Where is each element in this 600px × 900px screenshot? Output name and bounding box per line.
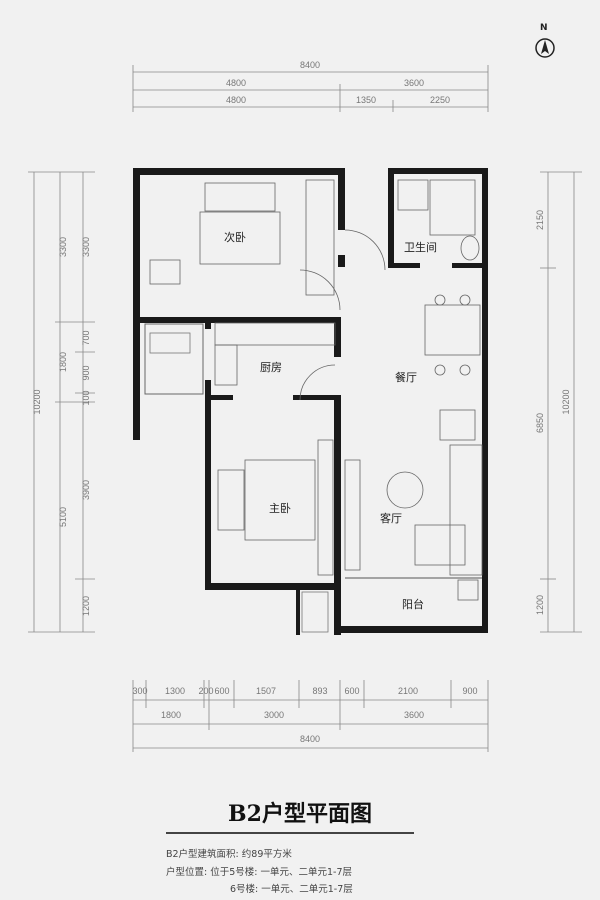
- dim-left: 3300: [58, 237, 68, 257]
- dim-bottom: 2100: [398, 686, 418, 696]
- room-label-balcony: 阳台: [402, 597, 424, 611]
- north-compass-icon: N: [535, 23, 555, 58]
- dim-bottom: 200: [198, 686, 213, 696]
- plan-title: B2户型平面图: [228, 801, 372, 827]
- dim-bottom: 3000: [264, 710, 284, 720]
- dim-left: 3300: [81, 237, 91, 257]
- dim-bottom-total: 8400: [300, 734, 320, 744]
- area-info: B2户型建筑面积: 约89平方米: [166, 849, 292, 860]
- dim-left: 900: [81, 365, 91, 380]
- location-info-2: 6号楼: 一单元、二单元1-7层: [230, 884, 353, 895]
- dim-bottom: 3600: [404, 710, 424, 720]
- furniture: [149, 179, 483, 601]
- dim-bottom: 600: [214, 686, 229, 696]
- dim-right: 2150: [535, 210, 545, 230]
- compass-label: N: [540, 23, 548, 33]
- dim-top: 2250: [430, 95, 450, 105]
- dim-top: 3600: [404, 78, 424, 88]
- left-dimensions: [28, 171, 95, 633]
- location-info: 户型位置: 位于5号楼: 一单元、二单元1-7层: [166, 867, 353, 878]
- dim-bottom: 600: [344, 686, 359, 696]
- dim-left: 100: [81, 390, 91, 405]
- dim-left: 1800: [58, 352, 68, 372]
- dim-top-total: 8400: [300, 60, 320, 70]
- dim-bottom: 1507: [256, 686, 276, 696]
- top-dimensions: [132, 65, 489, 112]
- dim-bottom: 300: [132, 686, 147, 696]
- title-divider: [166, 832, 414, 834]
- dim-left: 1200: [81, 596, 91, 616]
- room-label-dining: 餐厅: [395, 370, 417, 384]
- dim-bottom: 893: [312, 686, 327, 696]
- dim-left-total: 10200: [32, 389, 42, 414]
- dim-bottom: 1300: [165, 686, 185, 696]
- dim-top: 4800: [226, 95, 246, 105]
- room-label-kitchen: 厨房: [260, 361, 282, 374]
- dim-top: 4800: [226, 78, 246, 88]
- dim-top: 1350: [356, 95, 376, 105]
- walls: [133, 168, 488, 635]
- dim-right-total: 10200: [561, 389, 571, 414]
- dim-bottom: 1800: [161, 710, 181, 720]
- room-label-second-bedroom: 次卧: [224, 230, 246, 244]
- room-label-living: 客厅: [380, 511, 402, 525]
- room-label-bathroom: 卫生间: [404, 240, 437, 254]
- ac-unit: [301, 591, 329, 633]
- ac-unit: [149, 332, 191, 354]
- dim-bottom: 900: [462, 686, 477, 696]
- right-dimensions: [540, 171, 582, 633]
- dim-right: 6850: [535, 413, 545, 433]
- dim-right: 1200: [535, 595, 545, 615]
- dim-left: 3900: [81, 480, 91, 500]
- bottom-dimensions: [132, 680, 489, 752]
- dim-left: 5100: [58, 507, 68, 527]
- dim-left: 700: [81, 330, 91, 345]
- room-label-master-bedroom: 主卧: [269, 502, 291, 515]
- small-balcony: [144, 323, 204, 395]
